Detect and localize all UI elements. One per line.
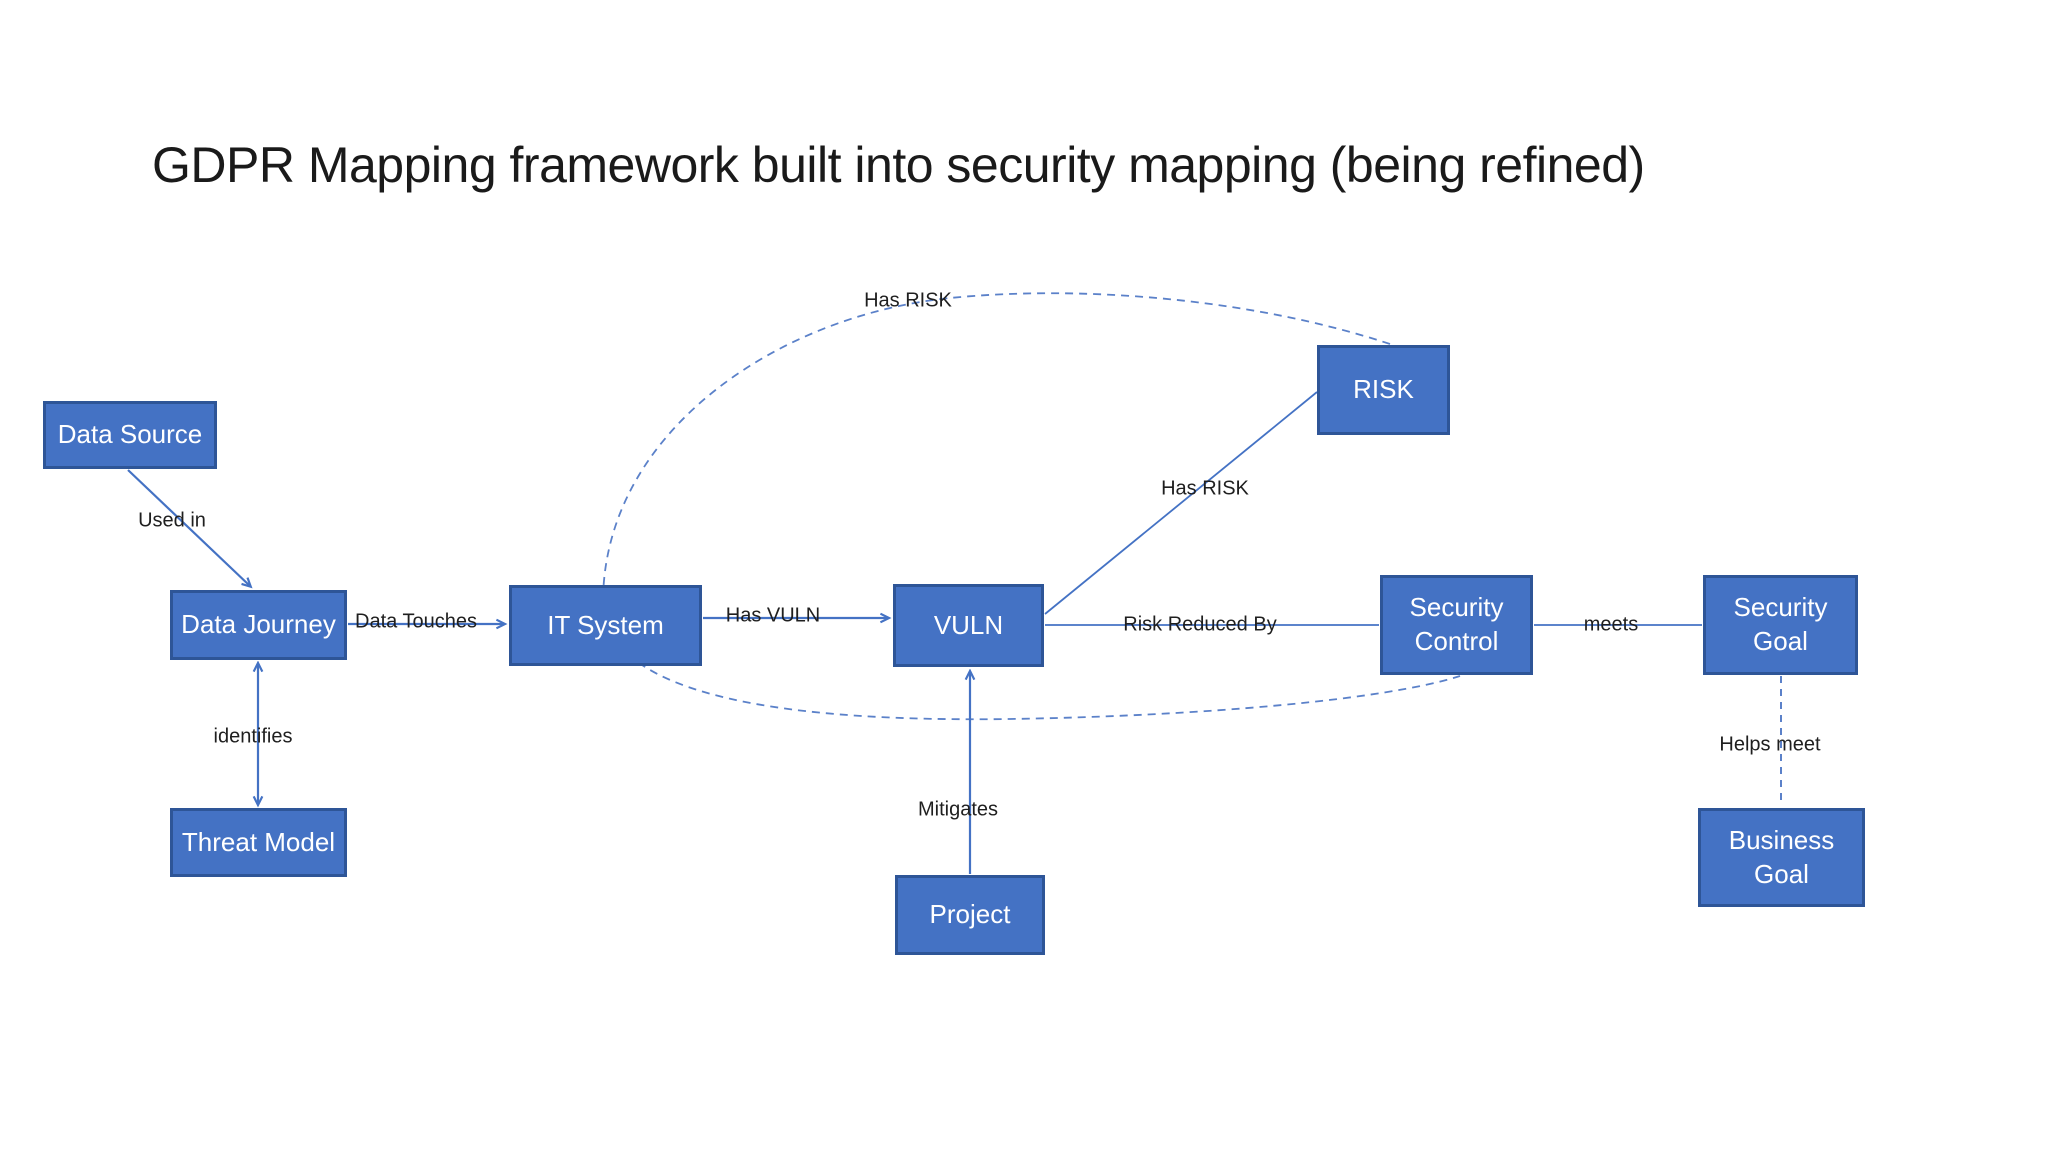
- node-vuln: VULN: [893, 584, 1044, 667]
- edge-label-meets: meets: [1583, 613, 1639, 636]
- edge-label-data-touches: Data Touches: [355, 610, 477, 633]
- node-risk: RISK: [1317, 345, 1450, 435]
- node-data-source: Data Source: [43, 401, 217, 469]
- node-security-control: Security Control: [1380, 575, 1533, 675]
- node-threat-model: Threat Model: [170, 808, 347, 877]
- slide-title: GDPR Mapping framework built into securi…: [152, 137, 1645, 193]
- edge-label-has-risk: Has RISK: [1161, 477, 1249, 500]
- node-security-goal: Security Goal: [1703, 575, 1858, 675]
- node-business-goal: Business Goal: [1698, 808, 1865, 907]
- edge-has-risk-line: [1044, 391, 1318, 615]
- edge-used-in-line: [127, 469, 250, 586]
- edge-label-has-vuln: Has VULN: [725, 604, 821, 627]
- node-data-journey: Data Journey: [170, 590, 347, 660]
- edge-label-helps-meet: Helps meet: [1719, 733, 1821, 756]
- node-project: Project: [895, 875, 1045, 955]
- edge-label-mitigates: Mitigates: [917, 798, 999, 821]
- edge-label-identifies: identifies: [213, 725, 293, 748]
- node-it-system: IT System: [509, 585, 702, 666]
- edge-label-used-in: Used in: [138, 509, 206, 532]
- edge-label-risk-reduced-by: Risk Reduced By: [1123, 613, 1277, 636]
- edge-label-has-risk-loop: Has RISK: [864, 289, 952, 312]
